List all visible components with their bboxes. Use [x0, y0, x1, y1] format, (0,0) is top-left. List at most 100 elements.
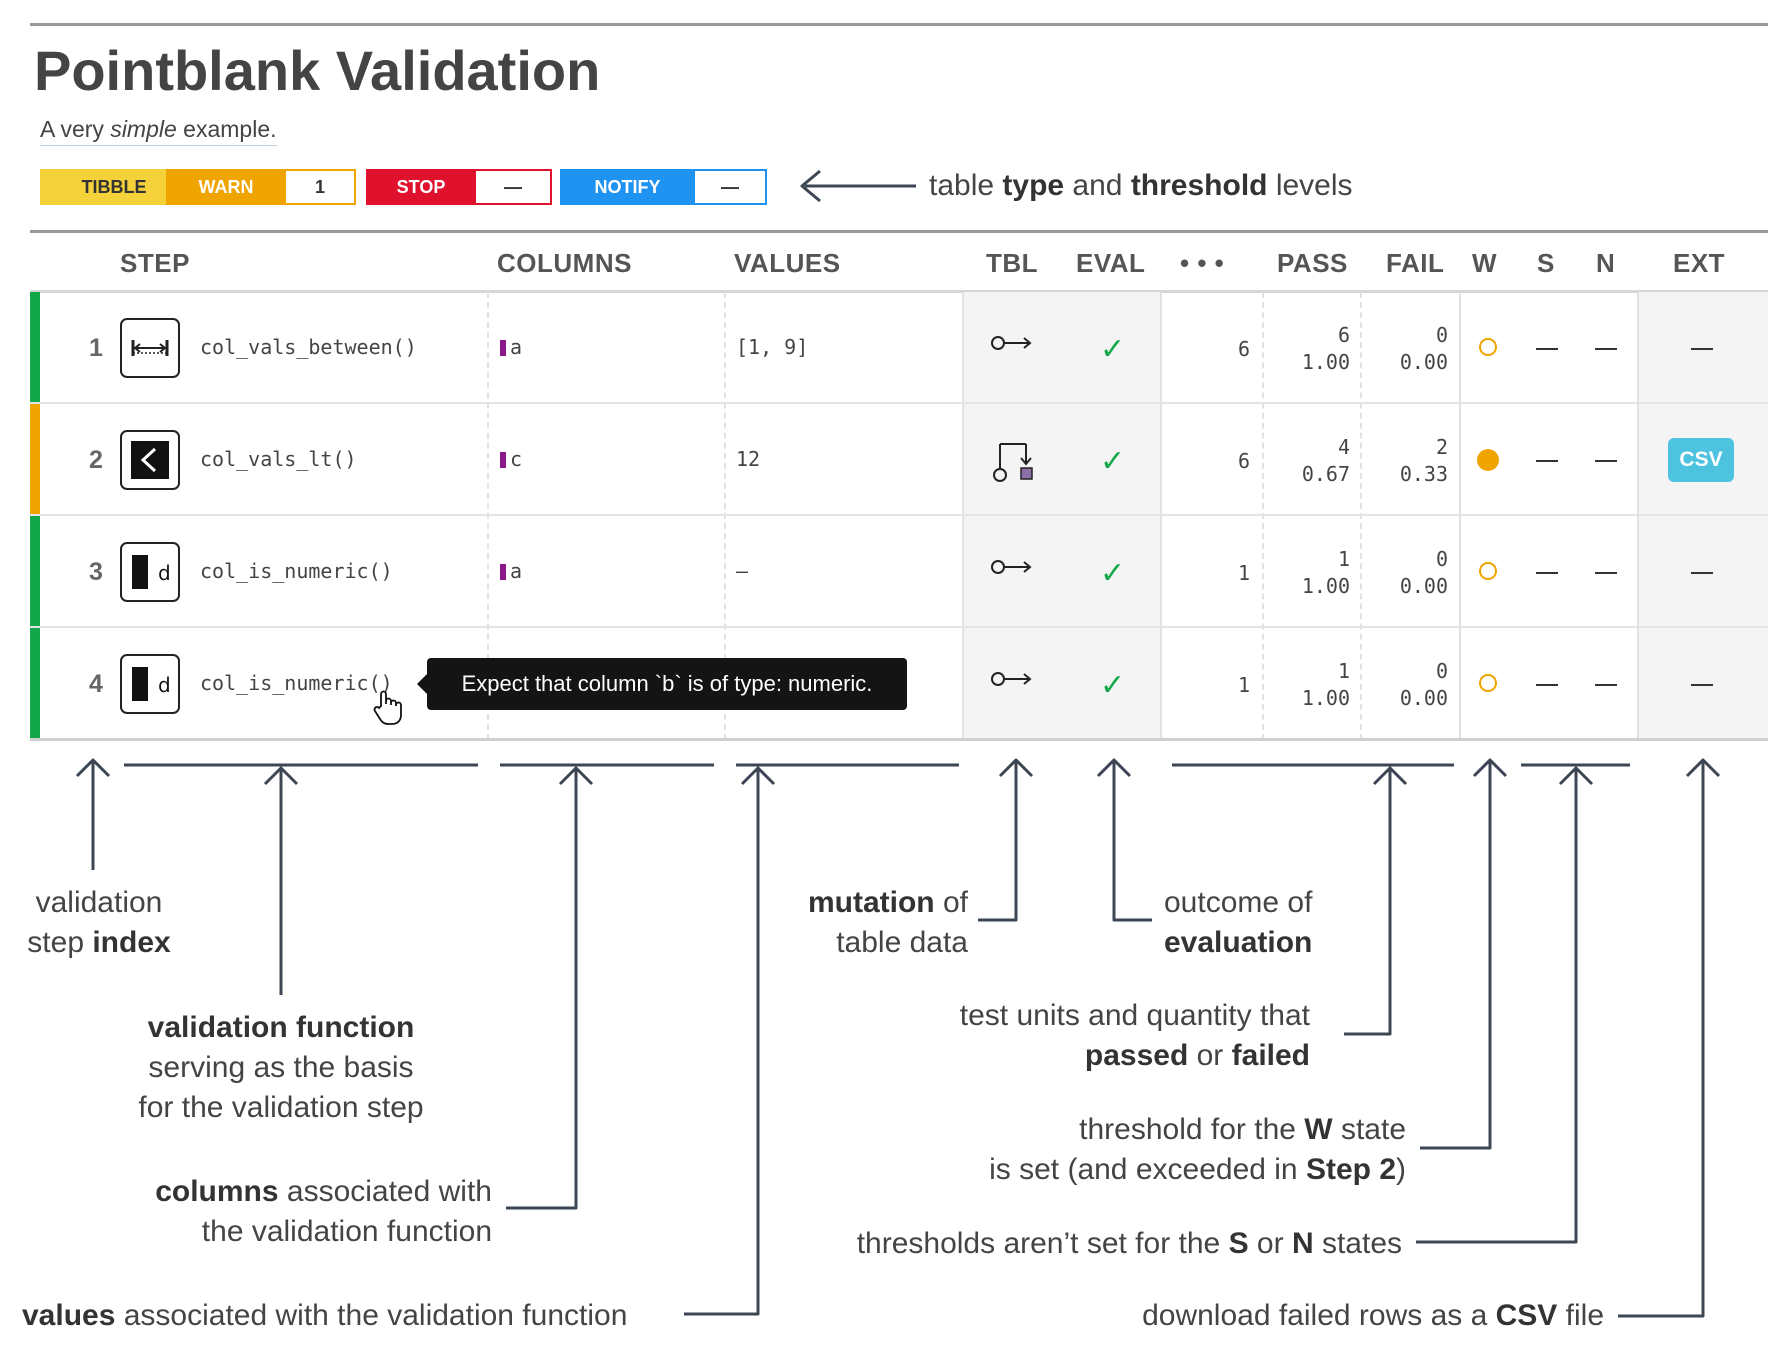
annotation-sn-states: thresholds aren’t set for the S or N sta…	[856, 1227, 1402, 1260]
status-stripe-pass	[30, 628, 40, 738]
header-values: VALUES	[734, 248, 841, 278]
annotation-csv: download failed rows as a CSV file	[1142, 1299, 1604, 1332]
stop-state-dash	[1536, 348, 1558, 350]
notify-state-dash	[1595, 684, 1617, 686]
header-units: • • •	[1180, 248, 1225, 278]
table-row	[30, 516, 1768, 628]
mutation-icon	[990, 438, 1036, 489]
numeric-type-icon: d	[120, 654, 180, 714]
warn-state-open-icon	[1479, 562, 1497, 580]
check-icon: ✓	[1100, 333, 1126, 366]
header-fail: FAIL	[1386, 248, 1445, 278]
page-title: Pointblank Validation	[34, 39, 601, 102]
test-units: 6	[1237, 337, 1250, 361]
ext-empty-dash	[1691, 348, 1713, 350]
stop-threshold-value: —	[476, 169, 552, 205]
numeric-glyph: d	[158, 673, 171, 697]
validation-function-name: col_is_numeric()	[200, 559, 393, 583]
no-mutation-icon	[990, 666, 1036, 697]
stop-state-dash	[1536, 684, 1558, 686]
stop-state-dash	[1536, 572, 1558, 574]
header-ext: EXT	[1673, 248, 1726, 278]
table-row	[30, 404, 1768, 516]
notify-threshold-value: —	[695, 169, 767, 205]
stop-badge: STOP	[366, 169, 476, 205]
tibble-badge: TIBBLE	[40, 169, 188, 205]
status-stripe-pass	[30, 292, 40, 402]
check-icon: ✓	[1100, 669, 1126, 702]
validation-function-name[interactable]: col_is_numeric()	[200, 671, 393, 695]
notify-badge: NOTIFY	[560, 169, 695, 205]
no-mutation-icon	[990, 330, 1036, 361]
check-icon: ✓	[1100, 557, 1126, 590]
separator	[1459, 292, 1461, 740]
page-subtitle: A very simple example.	[40, 116, 277, 146]
brief-tooltip: Expect that column `b` is of type: numer…	[417, 658, 907, 710]
tbl-eval-column-shade	[962, 292, 1160, 740]
column-cell: c	[500, 447, 522, 471]
warn-state-open-icon	[1479, 674, 1497, 692]
values-cell: [1, 9]	[736, 335, 809, 359]
header-tbl: TBL	[986, 248, 1039, 278]
column-cell: a	[500, 559, 522, 583]
csv-download-button[interactable]: CSV	[1668, 438, 1734, 482]
header-bottom-rule	[30, 290, 1768, 293]
table-row	[30, 292, 1768, 404]
notify-state-dash	[1595, 572, 1617, 574]
notify-state-dash	[1595, 348, 1617, 350]
annotation-threshold-levels: table type and threshold levels	[929, 169, 1353, 202]
numeric-glyph: d	[158, 561, 171, 585]
header-top-rule	[30, 230, 1768, 233]
validation-function-name: col_vals_lt()	[200, 447, 357, 471]
header-pass: PASS	[1277, 248, 1348, 278]
warn-state-open-icon	[1479, 338, 1497, 356]
values-cell: 12	[736, 447, 761, 471]
step-index: 2	[89, 446, 103, 474]
notify-state-dash	[1595, 460, 1617, 462]
top-rule	[30, 23, 1768, 26]
header-s: S	[1537, 248, 1555, 278]
test-units: 1	[1237, 673, 1250, 697]
step-index: 4	[89, 670, 103, 698]
header-step: STEP	[120, 248, 190, 278]
hand-cursor-icon	[372, 690, 406, 731]
status-stripe-pass	[30, 516, 40, 626]
separator	[962, 292, 964, 740]
separator	[487, 292, 489, 740]
header-n: N	[1596, 248, 1616, 278]
ext-empty-dash	[1691, 572, 1713, 574]
column-cell: a	[500, 335, 522, 359]
warn-state-filled-icon	[1477, 449, 1499, 471]
column-marker-icon	[500, 340, 506, 356]
separator	[1160, 292, 1162, 740]
separator	[724, 292, 726, 740]
no-mutation-icon	[990, 554, 1036, 585]
stop-state-dash	[1536, 460, 1558, 462]
column-marker-icon	[500, 452, 506, 468]
annotation-values: values associated with the validation fu…	[22, 1299, 628, 1332]
header-w: W	[1472, 248, 1498, 278]
separator	[1637, 292, 1639, 740]
status-stripe-warn	[30, 404, 40, 514]
warn-threshold-value: 1	[286, 169, 356, 205]
separator	[1262, 292, 1264, 740]
warn-badge: WARN	[166, 169, 286, 205]
between-icon	[120, 318, 180, 378]
test-units: 6	[1237, 449, 1250, 473]
step-index: 3	[89, 558, 103, 586]
step-index: 1	[89, 334, 103, 362]
